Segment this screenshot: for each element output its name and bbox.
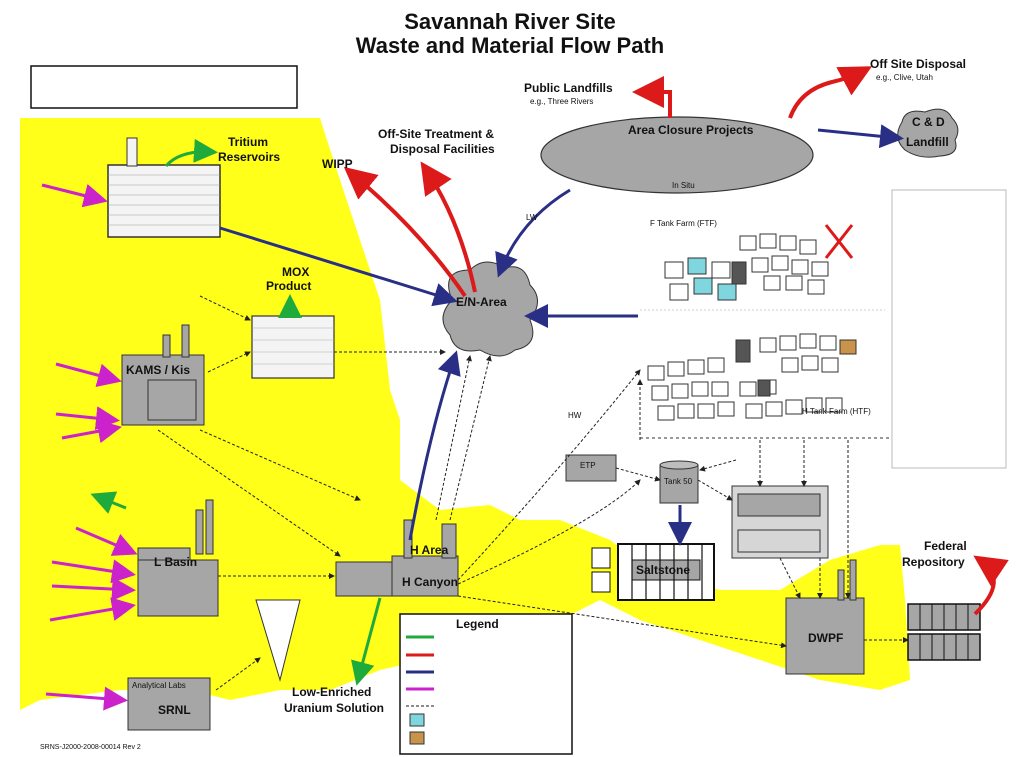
legend-tank-cyan <box>409 713 425 727</box>
disposal-facilities-label: Disposal Facilities <box>390 142 495 156</box>
hcanyon-left <box>335 561 393 597</box>
mox-label: MOX <box>282 265 310 279</box>
federal-label: Federal <box>924 539 967 553</box>
note-box <box>30 65 298 109</box>
legend-tank-brown <box>409 731 425 745</box>
green-arrows <box>90 138 382 686</box>
closed-tank-x <box>824 224 854 259</box>
wipp-label: WIPP <box>322 157 353 171</box>
srnl-building <box>127 677 211 731</box>
hw-label: HW <box>568 411 582 420</box>
saltstone-grid <box>631 544 703 600</box>
hcanyon-main <box>391 555 459 597</box>
in-situ-label: In Situ <box>672 181 695 190</box>
kams-label: KAMS / Kis <box>126 363 191 377</box>
site-boundary-region <box>20 118 910 710</box>
gws-lines <box>919 604 969 660</box>
mox-brick <box>252 327 334 365</box>
l-basin-stack <box>195 509 204 555</box>
right-list-panel <box>891 189 1007 469</box>
footer-doc-id: SRNS-J2000-2008-00014 Rev 2 <box>40 744 141 751</box>
vault-tank-1 <box>591 547 611 569</box>
tank50-body <box>659 464 699 504</box>
ftf-building <box>731 261 747 285</box>
htf-tanks <box>647 333 857 421</box>
clive-utah-label: e.g., Clive, Utah <box>876 73 933 82</box>
area-closure-label: Area Closure Projects <box>628 123 754 137</box>
dwpf-building <box>785 597 865 675</box>
dwpf-stack1 <box>837 569 845 601</box>
legend-title: Legend <box>456 617 499 631</box>
low-enriched-label: Low-Enriched <box>292 685 372 699</box>
dwpf-label: DWPF <box>808 631 844 645</box>
ftf-tanks <box>664 233 829 301</box>
page-subtitle: Waste and Material Flow Path <box>355 33 665 58</box>
ftf-label: F Tank Farm (FTF) <box>650 219 717 228</box>
etp-box <box>565 454 617 482</box>
hcanyon-tower <box>441 523 457 559</box>
repository-label: Repository <box>902 555 965 569</box>
tank50-top <box>659 460 699 470</box>
saltstone-label: Saltstone <box>636 563 691 577</box>
hcanyon-stack <box>403 519 413 559</box>
cd-landfill-cloud <box>897 108 959 158</box>
swpf-box <box>737 529 821 553</box>
public-landfills-label: Public Landfills <box>524 81 613 95</box>
legend-box <box>399 613 573 755</box>
tank50-label: Tank 50 <box>664 477 693 486</box>
l-basin-label: L Basin <box>154 555 198 569</box>
kams-stack2 <box>162 334 171 358</box>
arp-mcu-box <box>737 493 821 517</box>
dashed-flows <box>157 295 909 691</box>
srnl-label: SRNL <box>158 703 191 717</box>
dwpf-stack2 <box>849 559 857 601</box>
analytical-labs-label: Analytical Labs <box>132 681 186 690</box>
brick-pattern <box>108 174 220 226</box>
etp-label: ETP <box>580 461 596 470</box>
htf-building <box>735 339 751 363</box>
navy-arrows <box>219 124 904 546</box>
tritium-label: Tritium <box>228 135 269 149</box>
tritium-building <box>107 164 221 238</box>
l-basin-body <box>137 559 219 617</box>
area-closure-ellipse <box>540 116 814 194</box>
uranium-solution-label: Uranium Solution <box>284 701 384 715</box>
kams-stack <box>181 324 190 358</box>
product-label: Product <box>266 279 312 293</box>
h-area-label: H Area <box>410 543 449 557</box>
srnl-return-arrow <box>255 599 301 682</box>
page-title: Savannah River Site <box>404 9 616 34</box>
offsite-treatment-label: Off-Site Treatment & <box>378 127 495 141</box>
three-rivers-label: e.g., Three Rivers <box>530 97 594 106</box>
magenta-arrows <box>41 183 138 711</box>
tritium-chimney <box>126 137 138 167</box>
en-area-label: E/N-Area <box>456 295 507 309</box>
vault-tank-2 <box>591 571 611 593</box>
reservoirs-label: Reservoirs <box>218 150 281 164</box>
landfill-label: Landfill <box>906 135 949 149</box>
htf-building2 <box>757 379 771 397</box>
l-basin-stack2 <box>205 499 214 555</box>
offsite-disposal-label: Off Site Disposal <box>870 57 967 71</box>
h-canyon-label: H Canyon <box>402 575 459 589</box>
htf-label: H Tank Farm (HTF) <box>802 407 871 416</box>
lw-label: LW <box>526 213 538 222</box>
legend-arrows <box>406 635 434 707</box>
red-arrows <box>343 66 1009 616</box>
mox-building <box>251 315 335 379</box>
kams-inner-box <box>147 379 197 421</box>
cd-label: C & D <box>912 115 945 129</box>
